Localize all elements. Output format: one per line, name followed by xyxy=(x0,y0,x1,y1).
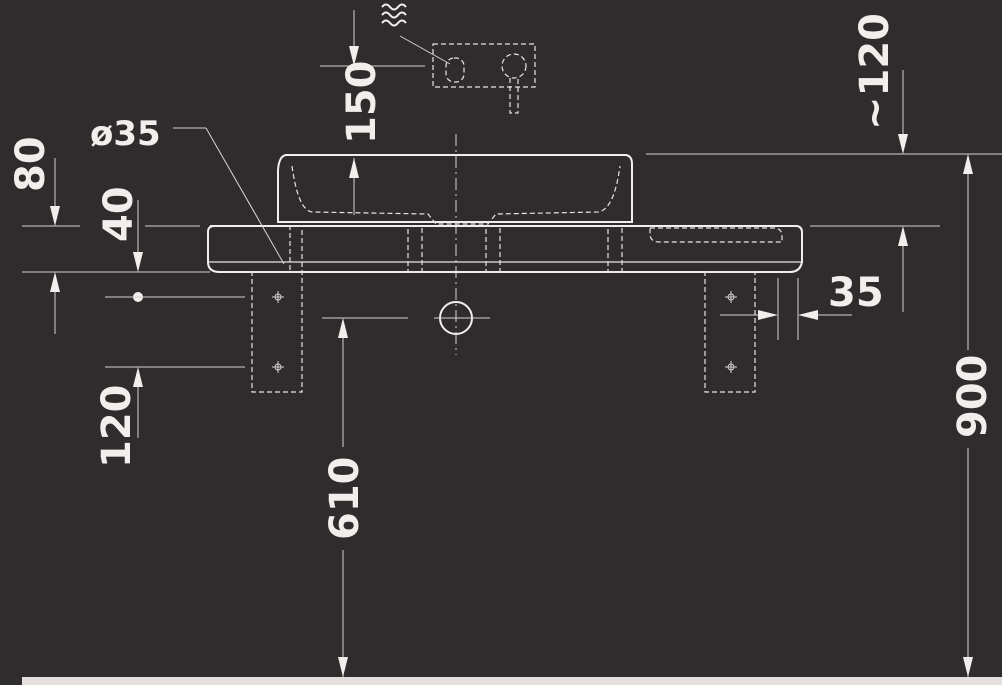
label-diameter-35: ø35 xyxy=(90,114,161,154)
dimension-35: 35 xyxy=(720,270,884,340)
wall-mixer-tap xyxy=(432,43,536,114)
console-top xyxy=(207,225,803,273)
dimension-610: 610 xyxy=(322,317,408,677)
drain-outlet xyxy=(434,301,490,335)
vessel-basin xyxy=(277,154,633,225)
label-150: 150 xyxy=(339,61,385,145)
label-40: 40 xyxy=(96,186,142,242)
label-120: 120 xyxy=(94,385,140,469)
dimension-40: 40 xyxy=(96,186,245,302)
water-waves-icon xyxy=(381,3,407,27)
floor-line xyxy=(22,677,1002,685)
right-leg xyxy=(704,271,756,393)
dimension-diameter-35: ø35 xyxy=(90,114,285,265)
dimension-120-approx: ~120 xyxy=(646,13,1002,312)
label-900: 900 xyxy=(950,355,996,439)
label-120-approx: ~120 xyxy=(852,13,898,130)
dimension-900: 900 xyxy=(950,154,996,677)
dimension-120: 120 xyxy=(94,366,245,469)
water-leader-line xyxy=(399,35,451,65)
label-610: 610 xyxy=(322,457,368,541)
label-35: 35 xyxy=(828,270,884,316)
dimension-80: 80 xyxy=(8,136,210,334)
label-80: 80 xyxy=(8,136,54,192)
dimension-150: 150 xyxy=(320,10,425,215)
left-leg xyxy=(251,271,303,393)
